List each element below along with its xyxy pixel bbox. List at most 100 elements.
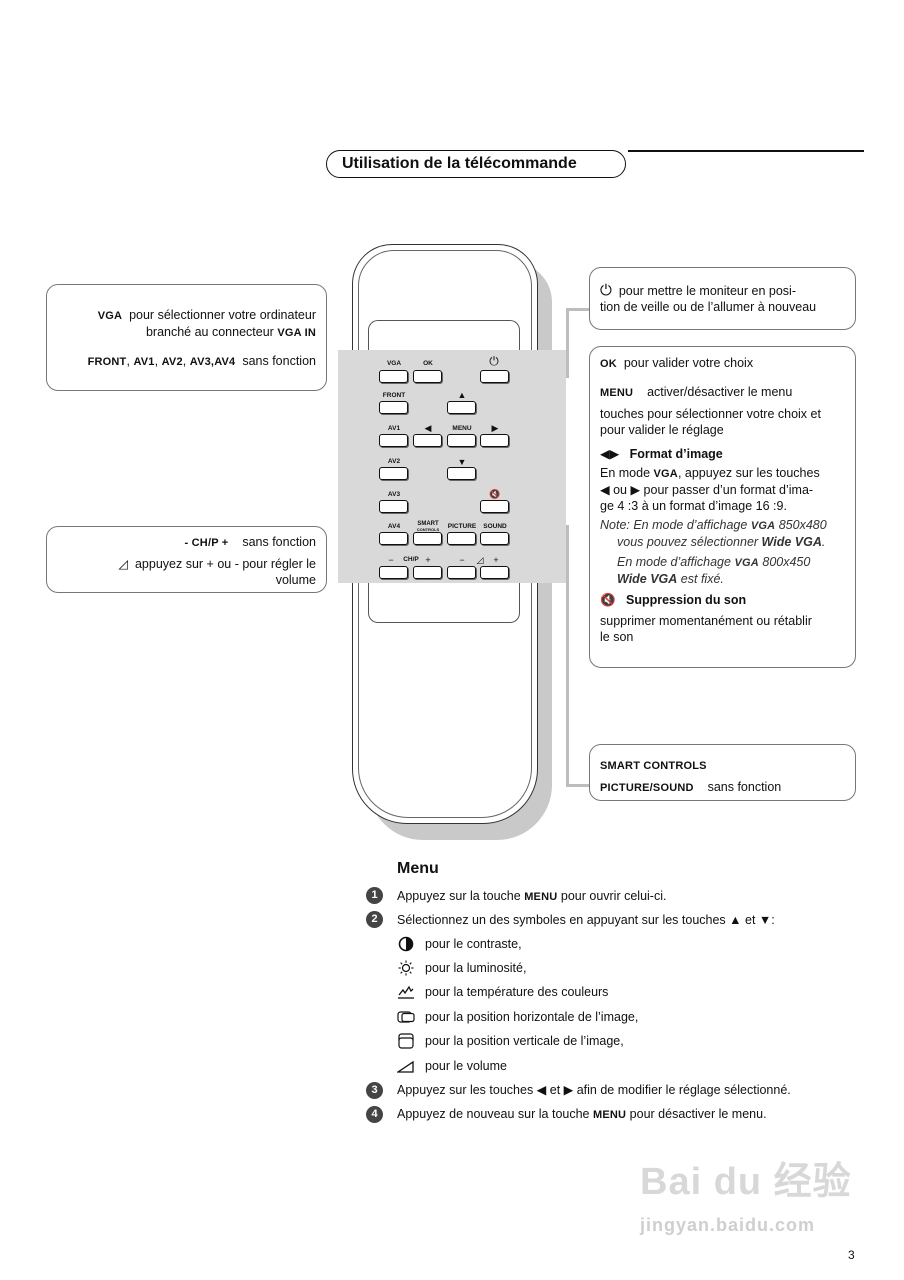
volume-icon: ◿ [118,557,129,571]
note-line4b: est fixé. [680,572,724,586]
mute-key[interactable] [480,500,509,513]
baidu-watermark-url: jingyan.baidu.com [640,1215,816,1235]
av3-av4-label: AV3,AV4 [189,356,236,368]
ch-minus-key[interactable] [379,566,408,579]
key-label-av4: AV4 [387,523,401,530]
right-key[interactable] [480,434,509,447]
av3-key[interactable] [379,500,408,513]
key-label-av2: AV2 [387,458,401,465]
picture-key[interactable] [447,532,476,545]
mute-title: Suppression du son [626,593,747,607]
left-right-arrows-icon: ◀▶ [600,447,620,461]
step1-text-b: pour ouvrir celui-ci. [560,889,667,903]
brightness-icon [398,960,414,976]
key-label-chp: CH/P [403,556,419,563]
baidu-watermark: Bai du 经验 [640,1161,852,1203]
key-label-smart: SMART [417,521,439,527]
step4-menu-key: MENU [592,1109,627,1121]
vga-description-2: branché au connecteur [145,325,274,339]
ch-plus-key[interactable] [413,566,442,579]
mute-line2: le son [600,630,634,644]
key-label-av3: AV3 [387,491,401,498]
vol-minus-key[interactable] [447,566,476,579]
front-key[interactable] [379,401,408,414]
format-line2: ◀ ou ▶ pour passer d’un format d’ima- [600,483,814,497]
note-line1a: Note: En mode d’affichage [600,518,748,532]
key-label-controls: CONTROLS [416,527,440,532]
note-line3b: 800x450 [762,555,811,569]
sep1: , [126,354,130,368]
up-arrow-icon: ▲ [457,390,467,400]
menu-item-brightness: pour la luminosité, [425,961,527,975]
smart-controls-key[interactable] [413,532,442,545]
note-wide-vga: Wide VGA [761,535,822,549]
smart-controls-label: SMART CONTROLS [600,760,707,772]
step1-menu-key: MENU [524,891,558,903]
av1-key[interactable] [379,434,408,447]
chp-label: - CH/P + [184,537,229,549]
callout-power: ⏻ pour mettre le moniteur en posi- tion … [589,267,856,330]
vga-description: pour sélectionner votre ordinateur [129,308,316,322]
vga-in-label: VGA IN [277,327,316,339]
title-rule [628,150,864,152]
menu-item-contrast: pour le contraste, [425,937,522,951]
power-description-2: tion de veille ou de l’allumer à nouveau [600,300,817,314]
av4-key[interactable] [379,532,408,545]
menu-item-vertical-position: pour la position verticale de l’image, [425,1034,624,1048]
callout-ok-menu-format-mute: OK pour valider votre choix MENU activer… [589,346,856,668]
note-line1b: 850x480 [778,518,827,532]
right-arrow-icon: ▶ [491,423,499,433]
format-line1a: En mode [600,466,651,480]
leader-power [566,308,592,311]
page-number: 3 [848,1248,855,1262]
power-key-symbol: ⏻ [489,354,499,368]
mute-key-icon: 🔇 [489,489,501,499]
format-title: Format d’image [629,447,723,461]
av2-key[interactable] [379,467,408,480]
step-1: Appuyez sur la touche MENU pour ouvrir c… [397,888,666,905]
step-number-4: 4 [366,1106,383,1123]
up-key[interactable] [447,401,476,414]
note-vga: VGA [750,520,776,532]
vol-plus-symbol: + [493,555,499,565]
callout-vga-front: VGA pour sélectionner votre ordinateur b… [46,284,327,391]
av1-label: AV1 [133,356,155,368]
horizontal-position-icon [397,1011,415,1023]
callout-smart-picture-sound: SMART CONTROLS PICTURE/SOUND sans foncti… [589,744,856,801]
menu-item-volume: pour le volume [425,1059,507,1073]
mute-line1: supprimer momentanément ou rétablir [600,614,812,628]
step4-text-b: pour désactiver le menu. [629,1107,767,1121]
note-wide-vga2: Wide VGA [617,572,678,586]
vol-plus-key[interactable] [480,566,509,579]
key-label-vga: VGA [386,360,402,367]
color-temperature-icon [398,985,414,999]
key-label-picture: PICTURE [447,523,477,530]
sound-key[interactable] [480,532,509,545]
ok-key[interactable] [413,370,442,383]
volume-symbol-icon: ◿ [476,555,484,565]
volume-description-2: volume [275,573,316,587]
left-key[interactable] [413,434,442,447]
note-line2a: vous pouvez sélectionner [617,535,759,549]
step1-text-a: Appuyez sur la touche [397,889,521,903]
left-arrow-icon: ◀ [424,423,432,433]
key-label-menu: MENU [452,425,472,432]
smart-description: sans fonction [707,780,782,794]
sep3: , [182,354,187,368]
sep2: , [154,354,159,368]
vga-key-label: VGA [97,310,123,322]
page-title: Utilisation de la télécommande [326,150,626,178]
picture-sound-label: PICTURE/SOUND [600,782,694,794]
menu-key[interactable] [447,434,476,447]
power-key[interactable] [480,370,509,383]
down-key[interactable] [447,467,476,480]
ok-label: OK [600,358,617,370]
vga-key[interactable] [379,370,408,383]
vol-minus-symbol: − [459,555,465,565]
power-description: pour mettre le moniteur en posi- [618,284,796,298]
step-number-1: 1 [366,887,383,904]
note-line3a: En mode d’affichage [617,555,731,569]
menu-description: activer/désactiver le menu [647,385,793,399]
key-label-front: FRONT [382,392,406,399]
volume-icon [397,1060,414,1073]
